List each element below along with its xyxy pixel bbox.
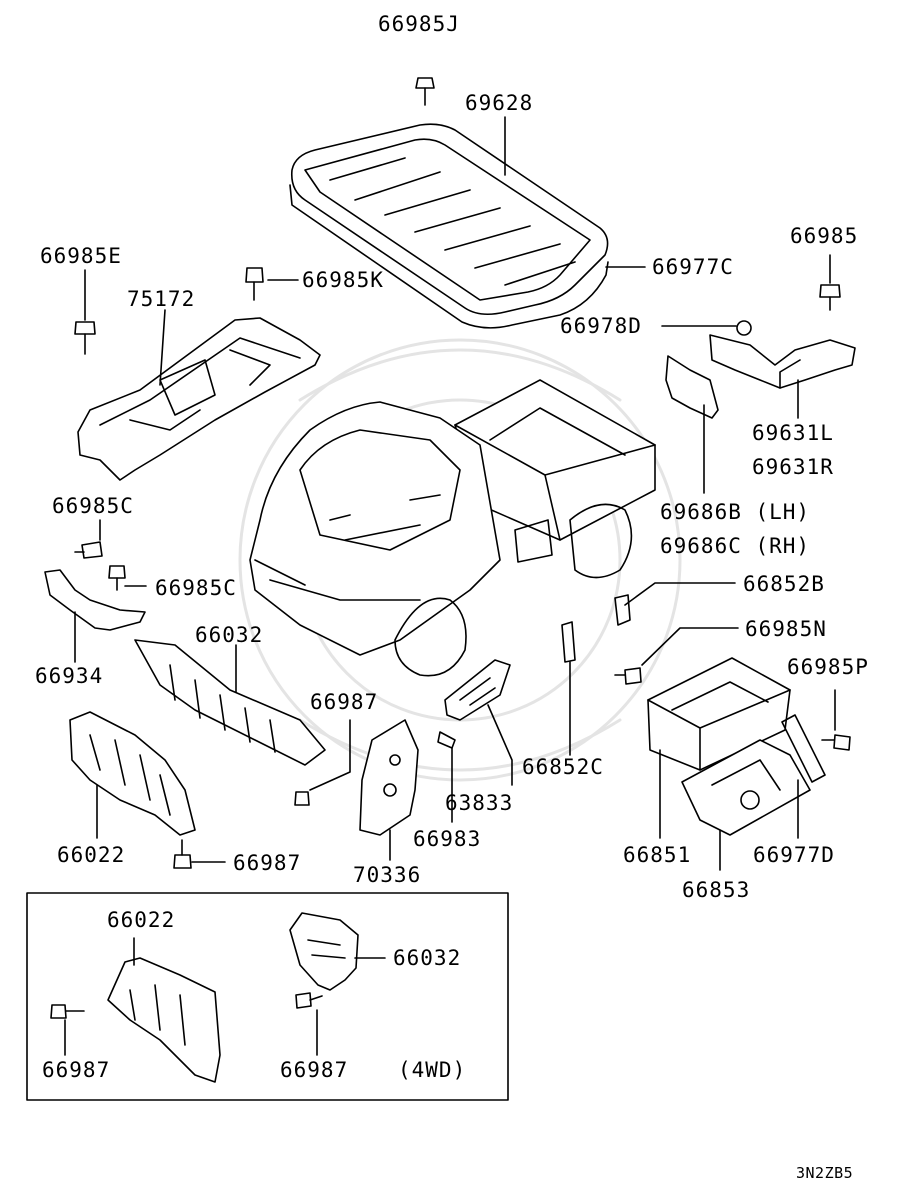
bolt-66987-a <box>295 720 350 805</box>
lid-66853 <box>682 740 810 835</box>
bolt-66985C-b <box>109 566 146 590</box>
bolt-66987-4wd-a <box>51 1005 84 1055</box>
part-label-66985J: 66985J <box>378 12 460 36</box>
bolt-66985E <box>75 270 95 354</box>
clip-66852B <box>615 583 735 625</box>
plate-70336 <box>360 720 418 835</box>
clip-66978D <box>662 321 751 335</box>
part-label-66022-b: 66022 <box>107 908 176 932</box>
part-label-66851: 66851 <box>623 843 692 867</box>
part-label-66985C-a: 66985C <box>52 494 134 518</box>
part-label-66032-a: 66032 <box>195 623 264 647</box>
part-label-66985: 66985 <box>790 224 859 248</box>
part-label-66983: 66983 <box>413 827 482 851</box>
bolt-66985C-a <box>75 520 102 558</box>
diagram-code: 3N2ZB5 <box>796 1164 854 1182</box>
cover-66022-4wd <box>108 958 220 1082</box>
seat-cushion-69628 <box>290 124 608 328</box>
bracket-66934 <box>45 570 145 630</box>
part-label-69686C: 69686C (RH) <box>660 534 811 558</box>
pad-63833 <box>445 660 510 720</box>
seal-66977D <box>782 715 825 782</box>
clip-66852C <box>562 622 575 755</box>
part-label-69628: 69628 <box>465 91 534 115</box>
part-label-66977D: 66977D <box>753 843 835 867</box>
4wd-inset-frame <box>27 893 508 1100</box>
part-label-70336: 70336 <box>353 863 422 887</box>
part-label-69631R: 69631R <box>752 455 834 479</box>
part-label-66934: 66934 <box>35 664 104 688</box>
bracket-69686 <box>666 356 718 418</box>
part-label-66977C: 66977C <box>652 255 734 279</box>
cover-66022 <box>70 712 195 835</box>
part-label-4wd: (4WD) <box>398 1058 467 1082</box>
part-label-66985P: 66985P <box>787 655 869 679</box>
part-label-66985E: 66985E <box>40 244 122 268</box>
part-label-66852C: 66852C <box>522 755 604 779</box>
part-label-66032-b: 66032 <box>393 946 462 970</box>
part-label-63833: 63833 <box>445 791 514 815</box>
bolt-66985J <box>416 78 434 105</box>
part-label-66985C-b: 66985C <box>155 576 237 600</box>
part-label-66987-a: 66987 <box>310 690 379 714</box>
part-label-66987-d: 66987 <box>280 1058 349 1082</box>
part-label-66985K: 66985K <box>302 268 384 292</box>
part-label-66985N: 66985N <box>745 617 827 641</box>
cover-66032-4wd <box>290 913 358 990</box>
part-label-75172: 75172 <box>127 287 196 311</box>
bolt-66985N <box>615 628 738 684</box>
part-label-66987-c: 66987 <box>42 1058 111 1082</box>
part-label-66022-a: 66022 <box>57 843 126 867</box>
leader-75172 <box>160 310 165 385</box>
part-label-66987-b: 66987 <box>233 851 302 875</box>
part-label-69686B: 69686B (LH) <box>660 500 811 524</box>
bolt-66985P <box>822 690 850 750</box>
leader-63833 <box>488 705 512 785</box>
part-label-66853: 66853 <box>682 878 751 902</box>
bolt-66987-b <box>174 840 225 868</box>
bolt-66985K <box>246 268 298 300</box>
cover-66032 <box>135 640 325 765</box>
part-label-66978D: 66978D <box>560 314 642 338</box>
bolt-66985 <box>820 255 840 310</box>
bracket-69631 <box>710 335 855 388</box>
truck-body <box>250 380 655 676</box>
floor-panel-75172 <box>78 318 320 480</box>
tool-box-66851 <box>648 658 790 770</box>
part-label-69631L: 69631L <box>752 421 834 445</box>
part-label-66852B: 66852B <box>743 572 825 596</box>
bolt-66987-4wd-b <box>296 993 322 1055</box>
clip-66983 <box>438 732 455 822</box>
